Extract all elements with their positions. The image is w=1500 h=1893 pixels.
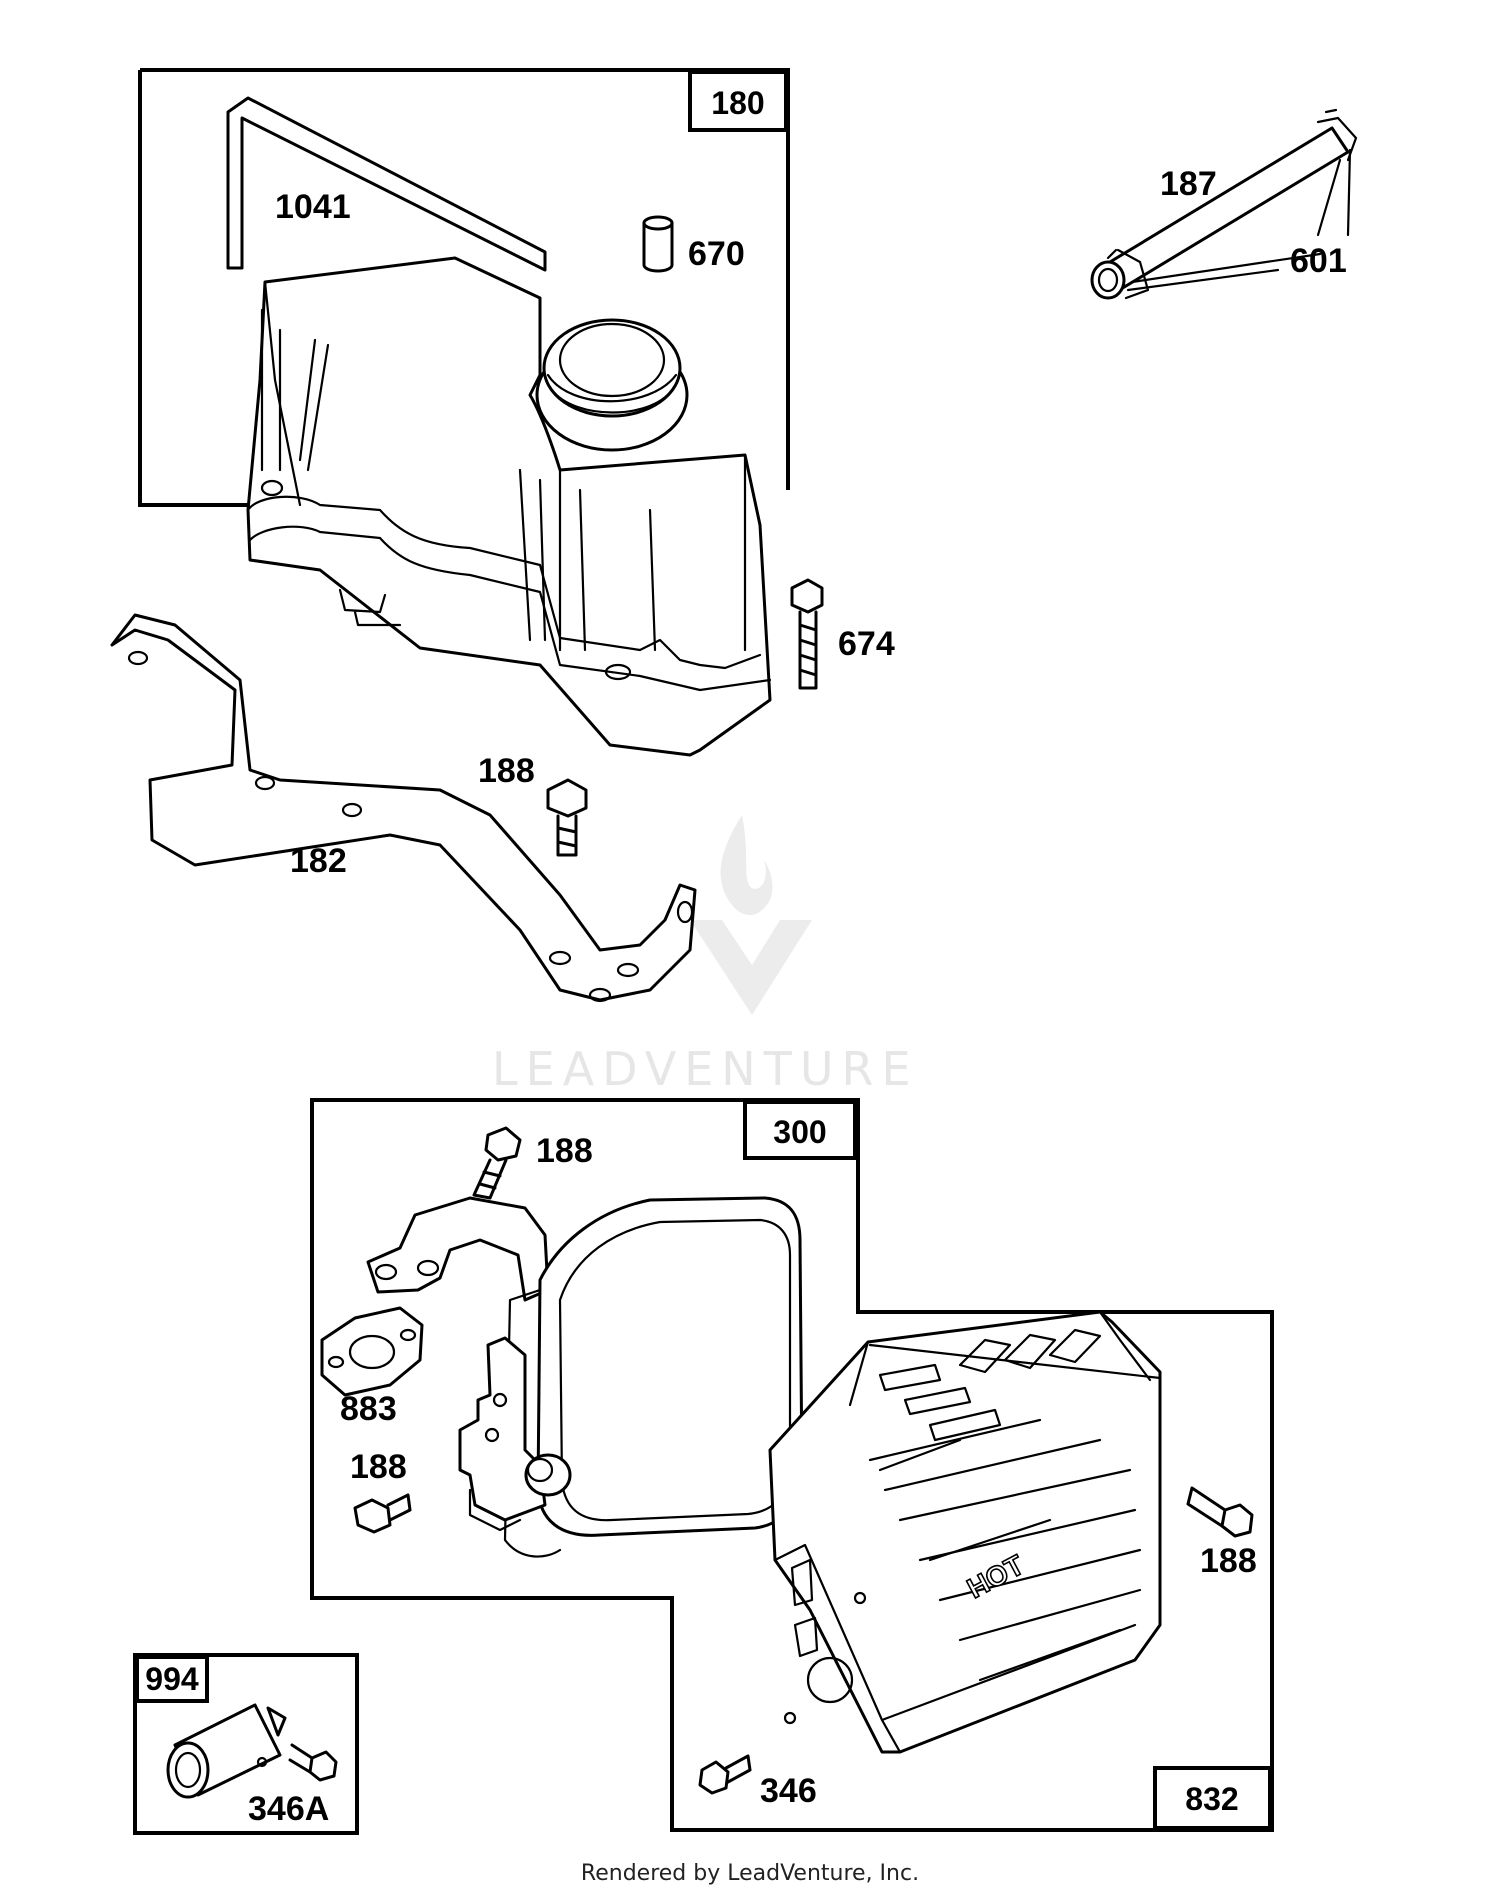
group-180-label-box	[688, 70, 788, 132]
muffler-body	[458, 1196, 804, 1558]
group-994-label-box	[135, 1655, 209, 1703]
bolt-188-muffler-left	[353, 1493, 412, 1534]
part-label-188-shield: 188	[1200, 1542, 1257, 1580]
bolt-188-shield	[1186, 1486, 1254, 1538]
part-label-346a: 346A	[248, 1790, 329, 1828]
part-label-188-bracket: 188	[350, 1448, 407, 1486]
screw-346	[698, 1754, 752, 1795]
screw-346a	[288, 1743, 338, 1782]
part-label-674: 674	[838, 625, 895, 663]
part-label-601: 601	[1290, 242, 1347, 280]
part-label-994: 994	[145, 1661, 199, 1697]
part-label-182: 182	[290, 842, 347, 880]
part-label-1041: 1041	[275, 188, 351, 226]
fuel-tank-strap	[226, 96, 547, 272]
part-label-670: 670	[688, 235, 745, 273]
part-label-346: 346	[760, 1772, 817, 1810]
spark-arrester	[166, 1703, 287, 1799]
spark-arrester-group: 994 346A	[133, 1653, 359, 1835]
spacer-bushing	[642, 215, 674, 273]
group-832-label-box	[1153, 1766, 1272, 1830]
group-300-label-box	[743, 1100, 857, 1160]
part-label-883: 883	[340, 1390, 397, 1428]
muffler-heat-shield: HOT	[768, 1310, 1162, 1754]
exhaust-pipe	[366, 1196, 550, 1302]
bolt-674	[790, 578, 824, 690]
part-label-180: 180	[711, 85, 764, 121]
part-label-188-muffler: 188	[536, 1132, 593, 1170]
exhaust-gasket	[320, 1306, 424, 1397]
muffler-group: 300 188 883	[310, 1098, 1274, 1832]
footer-credit: Rendered by LeadVenture, Inc.	[581, 1861, 919, 1886]
bolt-188-upper	[546, 778, 588, 857]
fuel-tank-group: 180 1041 670	[110, 68, 895, 1003]
fuel-tank	[246, 256, 772, 757]
bolt-188-muffler-top	[472, 1126, 522, 1200]
part-label-832: 832	[1185, 1781, 1238, 1817]
part-label-187: 187	[1160, 165, 1217, 203]
fuel-tank-bracket	[110, 613, 697, 1003]
leadventure-watermark: LEADVENTURE	[492, 815, 919, 1096]
watermark-text: LEADVENTURE	[492, 1042, 919, 1096]
fuel-line-group	[1090, 108, 1358, 300]
group-994-frame	[133, 1653, 359, 1835]
part-label-188-tank: 188	[478, 752, 535, 790]
part-label-300: 300	[773, 1114, 826, 1150]
